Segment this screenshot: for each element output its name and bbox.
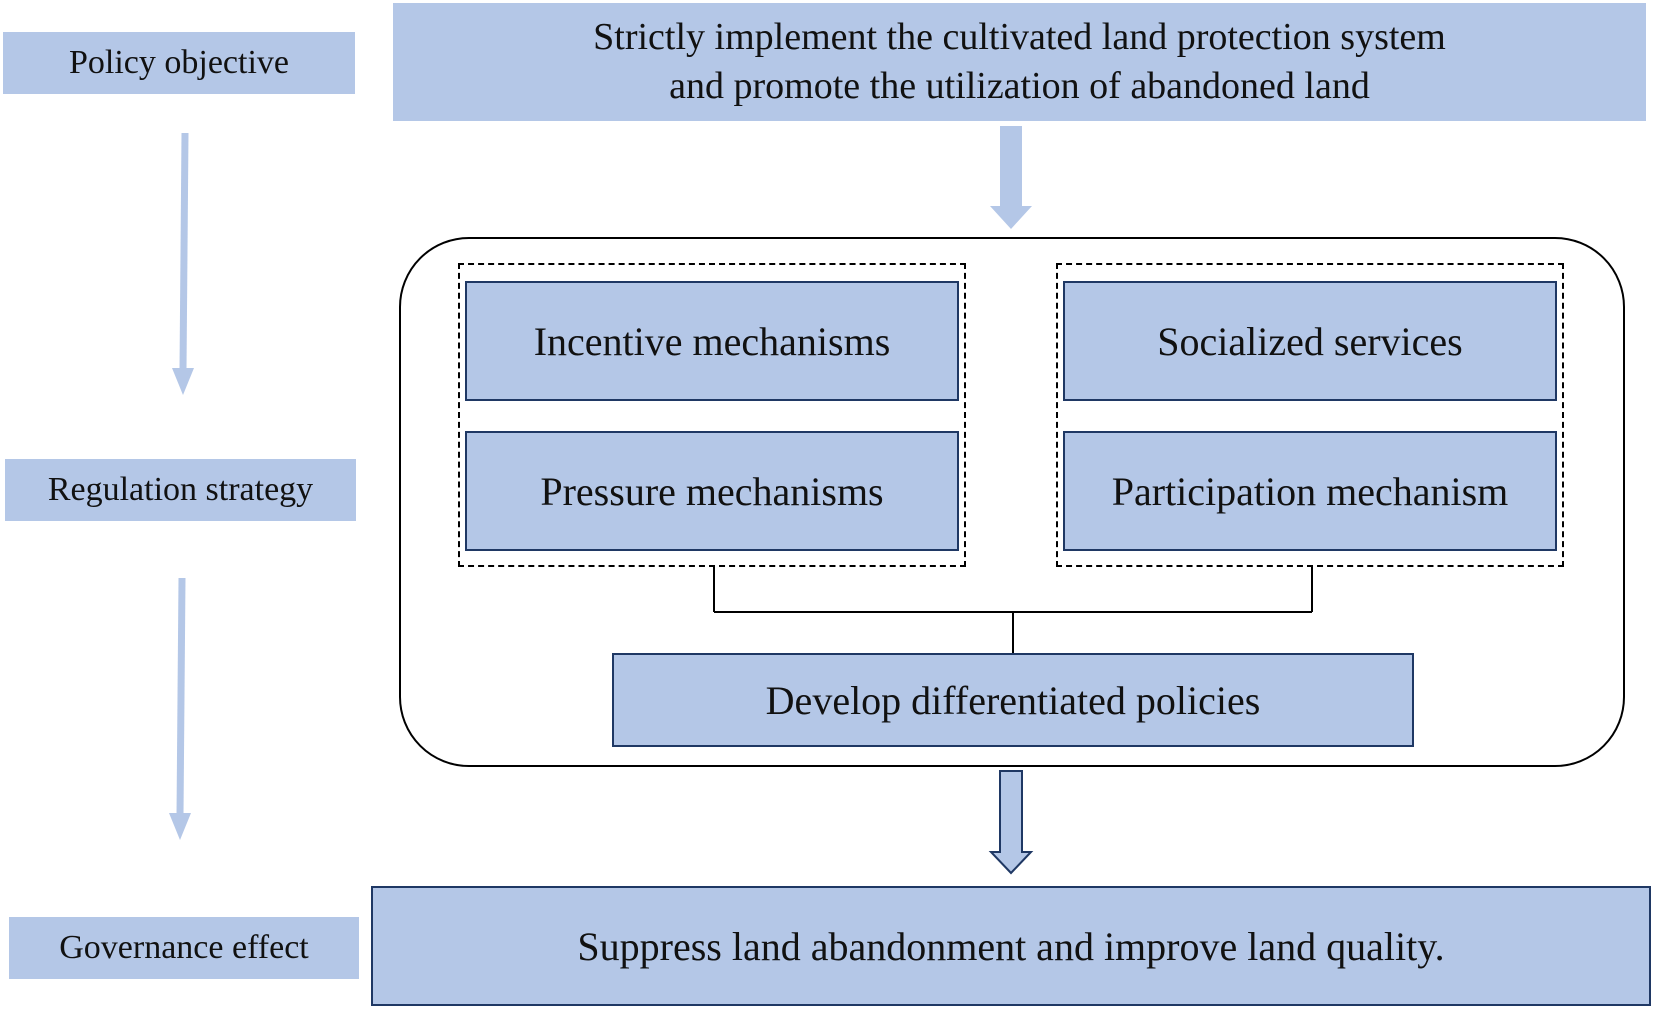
participation-mechanism-box: Participation mechanism bbox=[1063, 431, 1557, 551]
incentive-mechanisms-text: Incentive mechanisms bbox=[533, 318, 891, 364]
effect-down-arrow bbox=[988, 770, 1034, 875]
differentiated-policies-text: Develop differentiated policies bbox=[765, 677, 1261, 723]
socialized-services-box: Socialized services bbox=[1063, 281, 1557, 401]
governance-effect-label: Governance effect bbox=[9, 917, 359, 979]
left-mechanism-group bbox=[458, 263, 966, 567]
incentive-mechanisms-box: Incentive mechanisms bbox=[465, 281, 959, 401]
policy-objective-text: Policy objective bbox=[68, 44, 289, 81]
objective-line-1: Strictly implement the cultivated land p… bbox=[593, 15, 1446, 58]
participation-mechanism-text: Participation mechanism bbox=[1111, 468, 1509, 514]
governance-effect-box: Suppress land abandonment and improve la… bbox=[371, 886, 1651, 1006]
governance-effect-text: Governance effect bbox=[59, 929, 309, 966]
policy-objective-box: Strictly implement the cultivated land p… bbox=[393, 3, 1646, 121]
governance-effect-result-text: Suppress land abandonment and improve la… bbox=[577, 923, 1445, 969]
regulation-strategy-label: Regulation strategy bbox=[5, 459, 356, 521]
policy-objective-label: Policy objective bbox=[3, 32, 355, 94]
regulation-strategy-container bbox=[399, 237, 1625, 767]
right-mechanism-group bbox=[1056, 263, 1564, 567]
left-arrow-1 bbox=[172, 132, 194, 395]
left-arrow-2 bbox=[169, 577, 191, 840]
pressure-mechanisms-text: Pressure mechanisms bbox=[540, 468, 884, 514]
bracket-connector bbox=[713, 567, 1313, 653]
objective-down-arrow bbox=[990, 126, 1032, 229]
pressure-mechanisms-box: Pressure mechanisms bbox=[465, 431, 959, 551]
regulation-strategy-text: Regulation strategy bbox=[47, 471, 314, 508]
socialized-services-text: Socialized services bbox=[1157, 318, 1463, 364]
differentiated-policies-box: Develop differentiated policies bbox=[612, 653, 1414, 747]
objective-line-2: and promote the utilization of abandoned… bbox=[669, 65, 1370, 107]
